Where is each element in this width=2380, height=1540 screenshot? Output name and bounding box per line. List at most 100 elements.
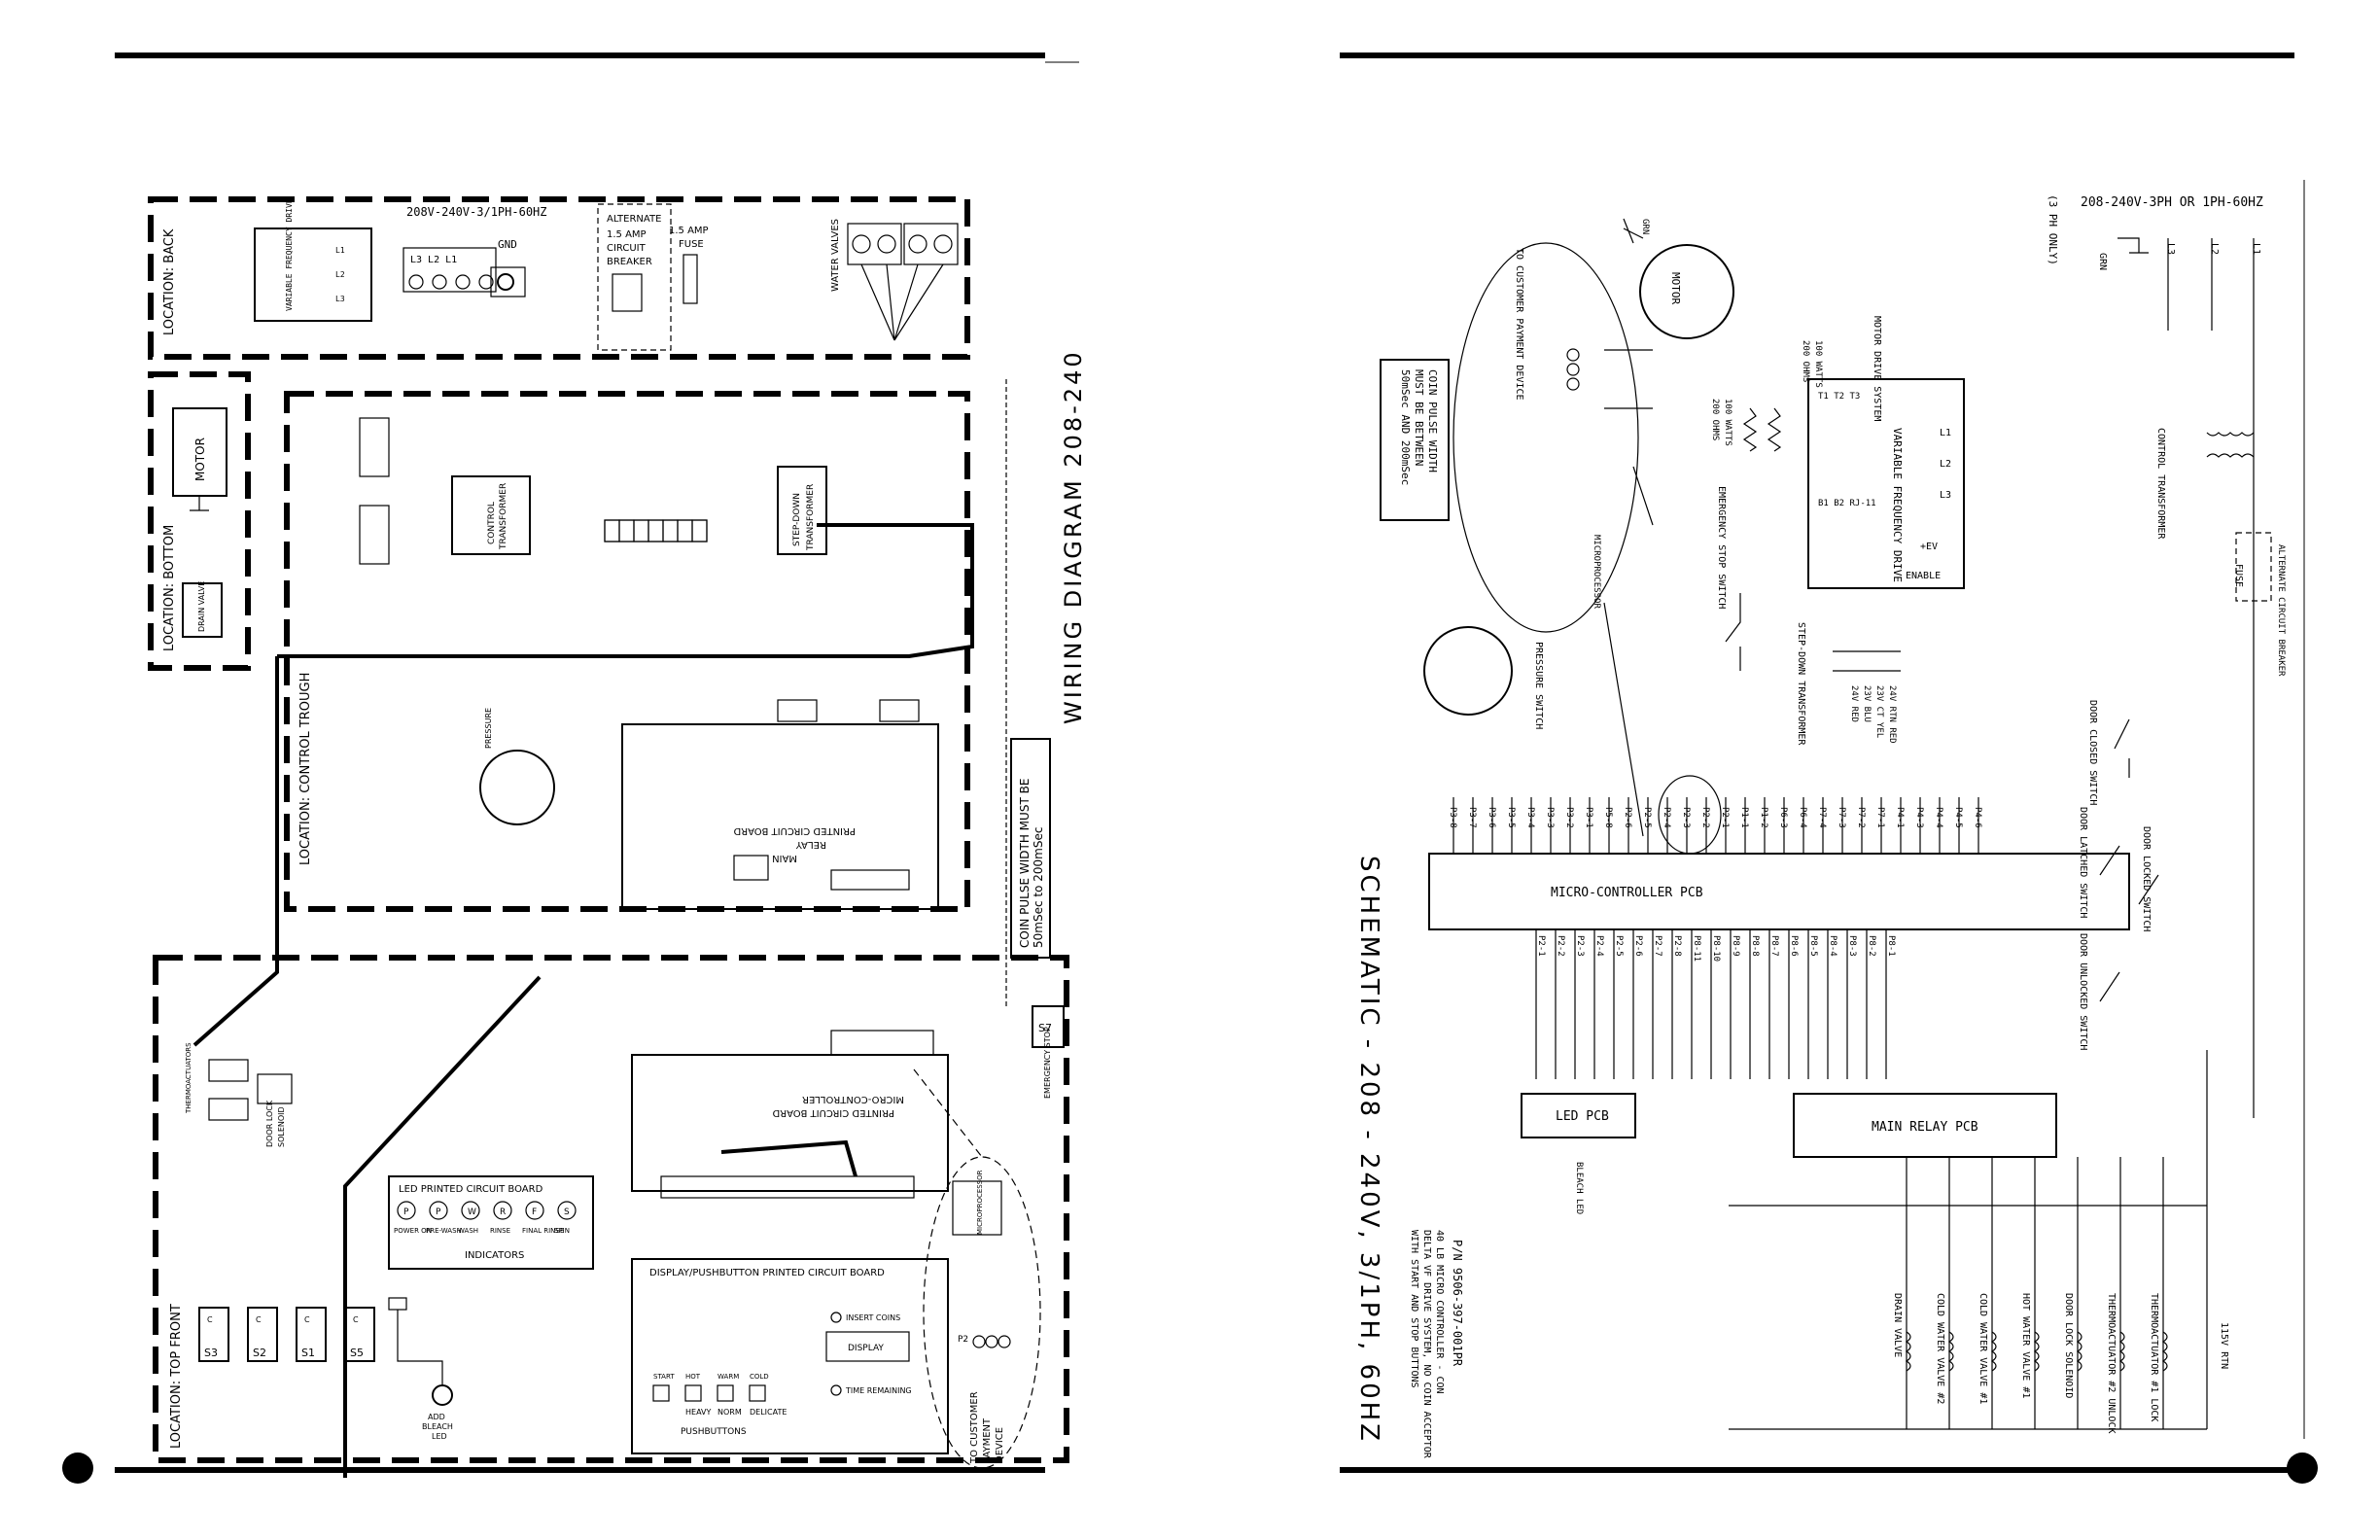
svg-text:DELTA VF DRIVE SYSTEM, NO COIN: DELTA VF DRIVE SYSTEM, NO COIN ACCEPTOR: [1421, 1230, 1432, 1459]
step-down-transformer-left: STEP-DOWN TRANSFORMER: [777, 466, 827, 555]
micro-pin-label: P4-1: [1895, 807, 1905, 828]
indicator-label: PRE-WASH: [426, 1227, 462, 1235]
schematic-title: SCHEMATIC - 208 - 240V, 3/1PH, 60HZ: [1354, 856, 1383, 1444]
svg-text:GRN: GRN: [2097, 253, 2108, 270]
svg-text:COIN PULSE WIDTH: COIN PULSE WIDTH: [1426, 369, 1439, 472]
part-notes: P/N 9506-397-001PR 40 LB MICRO CONTROLLE…: [1409, 1230, 1464, 1459]
terminal-strip-left: [604, 519, 708, 542]
svg-text:CIRCUIT: CIRCUIT: [607, 243, 647, 254]
control-transformer-right: CONTROL TRANSFORMER: [2155, 428, 2255, 540]
svg-text:MICROPROCESSOR: MICROPROCESSOR: [1592, 535, 1601, 609]
micro-pin-label: P8-9: [1731, 935, 1740, 957]
switch-label: S3: [204, 1347, 218, 1359]
micro-pin-label: P6-4: [1798, 807, 1807, 828]
ground-symbol-right: GRN: [2097, 237, 2149, 270]
load-coil: [2118, 1331, 2125, 1372]
svg-text:24V RTN RED: 24V RTN RED: [1887, 685, 1897, 744]
door-switches: DOOR CLOSED SWITCH DOOR LATCHED SWITCH D…: [2078, 700, 2159, 1050]
micro-pin-label: P1-1: [1739, 807, 1749, 828]
svg-text:BREAKER: BREAKER: [607, 257, 652, 267]
motor-left: MOTOR: [172, 407, 228, 511]
pushbutton[interactable]: [717, 1384, 734, 1402]
switch-contact: C: [353, 1315, 359, 1324]
pushbutton-sub-label: HEAVY: [685, 1408, 712, 1417]
location-bottom: LOCATION: BOTTOM: [162, 525, 177, 651]
micro-pin-label: P3-2: [1564, 807, 1574, 828]
control-transformer-left: CONTROL TRANSFORMER: [359, 417, 531, 565]
svg-text:MICRO-CONTROLLER PCB: MICRO-CONTROLLER PCB: [1551, 886, 1703, 900]
svg-text:L2: L2: [1940, 459, 1951, 470]
svg-text:L3: L3: [2165, 243, 2176, 255]
load-label: DRAIN VALVE: [1892, 1293, 1903, 1357]
step-down-right: STEP-DOWN TRANSFORMER 24V RED 23V BLU 23…: [1796, 622, 1901, 746]
micro-pin-label: P6-3: [1778, 807, 1788, 828]
svg-text:L1: L1: [335, 246, 345, 255]
svg-text:1.5 AMP: 1.5 AMP: [669, 226, 709, 236]
svg-text:P/N 9506-397-001PR: P/N 9506-397-001PR: [1451, 1240, 1464, 1367]
indicator-led: [429, 1201, 448, 1220]
indicator-letter: P: [436, 1208, 441, 1217]
page-frame: [62, 52, 2318, 1484]
water-valves: WATER VALVES: [830, 219, 959, 341]
payment-device-left: MICROPROCESSOR P2 TO CUSTOMER PAYMENT DE…: [923, 1156, 1041, 1469]
pushbutton-label: COLD: [750, 1373, 769, 1381]
pushbutton[interactable]: [652, 1384, 670, 1402]
svg-text:+EV: +EV: [1920, 542, 1938, 552]
micro-pin-label: P2-3: [1575, 935, 1585, 957]
right-power-header: 208-240V-3PH OR 1PH-60HZ: [2081, 195, 2263, 210]
micro-controller-board-left: MICRO-CONTROLLER PRINTED CIRCUIT BOARD: [631, 1030, 949, 1199]
pushbutton[interactable]: [684, 1384, 702, 1402]
svg-text:LED: LED: [432, 1432, 447, 1441]
micro-pin-label: P3-6: [1487, 807, 1496, 828]
micro-pin-label: P3-1: [1584, 807, 1593, 828]
micro-pin-label: P2-5: [1642, 807, 1652, 828]
load-coil: [2076, 1331, 2082, 1372]
svg-text:50mSec to 200mSec: 50mSec to 200mSec: [1032, 827, 1045, 948]
svg-text:MICROPROCESSOR: MICROPROCESSOR: [976, 1170, 984, 1235]
s7-emergency-stop: S7 EMERGENCY STOP: [1032, 1005, 1065, 1099]
pushbutton-sub-label: DELICATE: [750, 1408, 787, 1417]
svg-text:MAIN RELAY PCB: MAIN RELAY PCB: [1872, 1120, 1978, 1135]
indicator-label: RINSE: [490, 1227, 510, 1235]
svg-text:MAIN: MAIN: [772, 853, 797, 863]
pushbutton[interactable]: [749, 1384, 766, 1402]
indicator-label: SPIN: [554, 1227, 570, 1235]
svg-text:CONTROL TRANSFORMER: CONTROL TRANSFORMER: [2155, 428, 2166, 540]
indicator-letter: F: [532, 1208, 537, 1217]
pushbutton-label: HOT: [685, 1373, 701, 1381]
terminal-cell: [648, 519, 664, 542]
micro-pin-label: P3-3: [1545, 807, 1555, 828]
power-terminal-block: L3 L2 L1: [402, 247, 497, 293]
svg-text:FUSE: FUSE: [679, 239, 704, 250]
vfd-right: VARIABLE FREQUENCY DRIVE L1 L2 L3 +EV EN…: [1807, 378, 1965, 589]
micro-pin-label: P2-6: [1633, 935, 1643, 957]
svg-text:WATER VALVES: WATER VALVES: [830, 219, 841, 292]
coin-pulse-note-right: COIN PULSE WIDTH MUST BE BETWEEN 50mSec …: [1380, 359, 1450, 521]
svg-text:VARIABLE FREQUENCY DRIVE: VARIABLE FREQUENCY DRIVE: [1891, 428, 1904, 582]
svg-text:50mSec AND 200mSec: 50mSec AND 200mSec: [1399, 369, 1412, 485]
svg-text:DEVICE: DEVICE: [995, 1427, 1005, 1463]
svg-text:WITH START AND STOP BUTTONS: WITH START AND STOP BUTTONS: [1409, 1230, 1419, 1388]
load-coil: [1905, 1331, 1911, 1372]
indicator-led: [557, 1201, 577, 1220]
svg-text:INSERT COINS: INSERT COINS: [846, 1313, 900, 1322]
micro-pin-label: P8-3: [1847, 935, 1857, 957]
micro-pin-label: P7-2: [1856, 807, 1866, 828]
svg-text:FUSE: FUSE: [2233, 564, 2244, 587]
ph-only-label: (3 PH ONLY): [2047, 194, 2059, 265]
switch-s5: [344, 1307, 375, 1362]
svg-text:DISPLAY/PUSHBUTTON PRINTED CIR: DISPLAY/PUSHBUTTON PRINTED CIRCUIT BOARD: [649, 1268, 885, 1278]
emergency-stop-right: EMERGENCY STOP SWITCH: [1716, 486, 1741, 671]
load-coil: [1990, 1331, 1997, 1372]
switch-contact: C: [304, 1315, 310, 1324]
display-harness: [720, 1139, 858, 1177]
indicator-letter: S: [564, 1208, 570, 1217]
svg-text:EMERGENCY STOP SWITCH: EMERGENCY STOP SWITCH: [1716, 486, 1727, 609]
terminal-cell: [604, 519, 620, 542]
wiring-diagram-title: WIRING DIAGRAM 208-240: [1060, 349, 1087, 724]
svg-text:L3 L2 L1: L3 L2 L1: [410, 255, 457, 265]
micro-pin-label: P2-1: [1536, 935, 1546, 957]
pushbutton-label: START: [653, 1373, 675, 1381]
